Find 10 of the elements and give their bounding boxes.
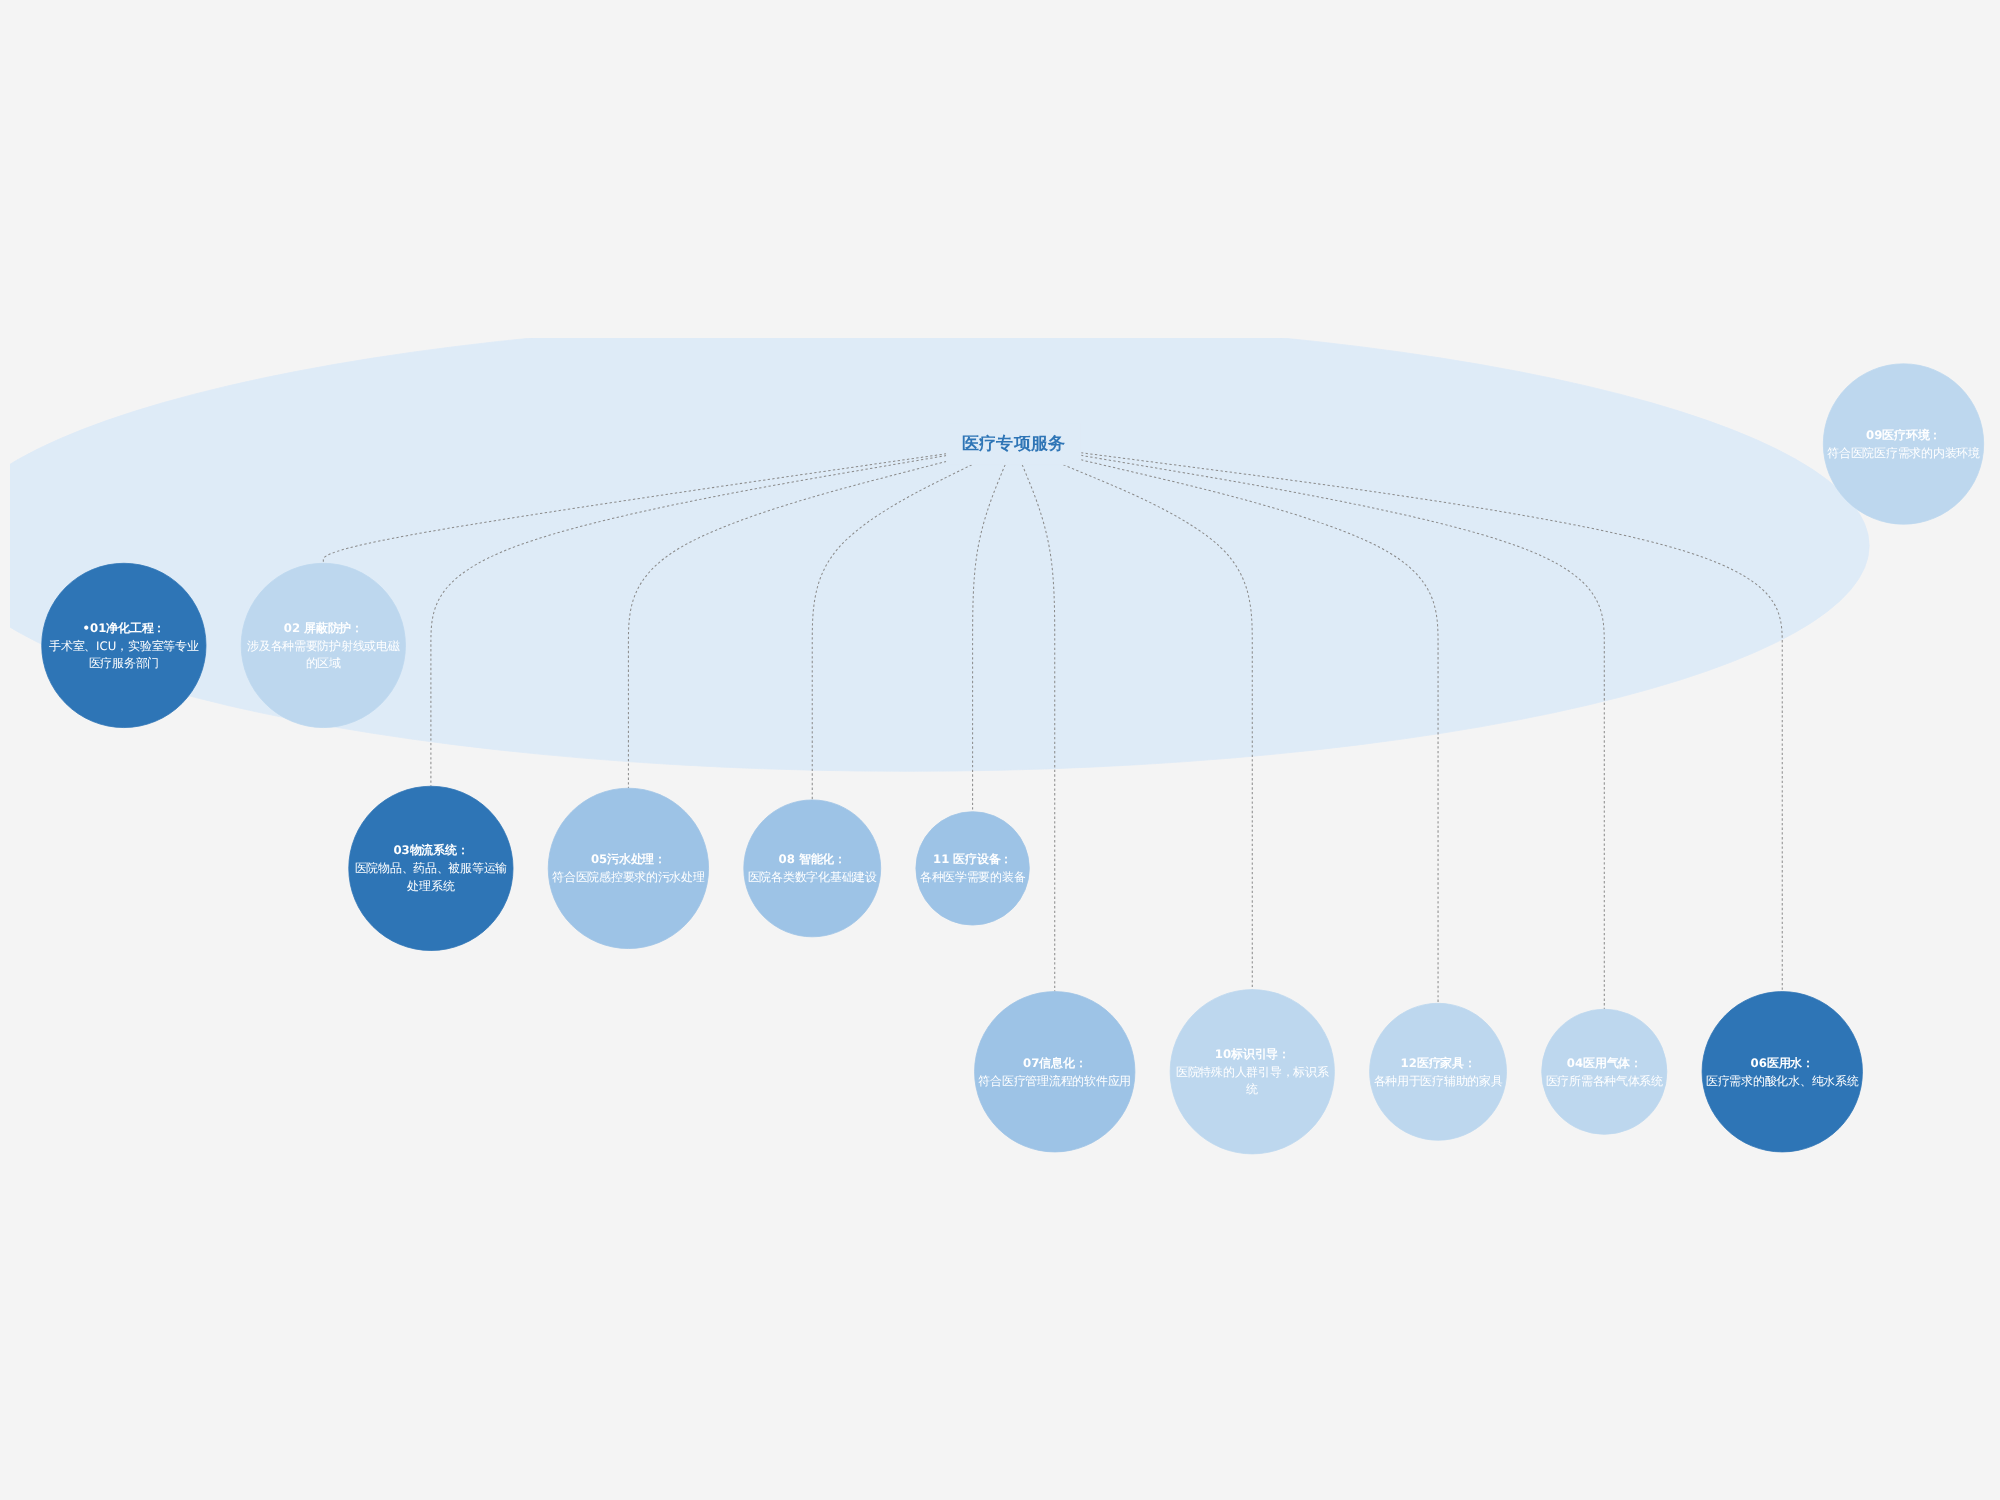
connector	[1062, 465, 1253, 992]
connector	[1080, 455, 1605, 1011]
connector	[972, 465, 1006, 814]
node-text: 医疗专项服务	[962, 435, 1066, 455]
connector	[627, 461, 947, 790]
connector	[1080, 453, 1783, 993]
connector	[430, 455, 947, 788]
connector	[811, 465, 973, 802]
connector	[1021, 465, 1056, 993]
connector	[322, 454, 947, 565]
